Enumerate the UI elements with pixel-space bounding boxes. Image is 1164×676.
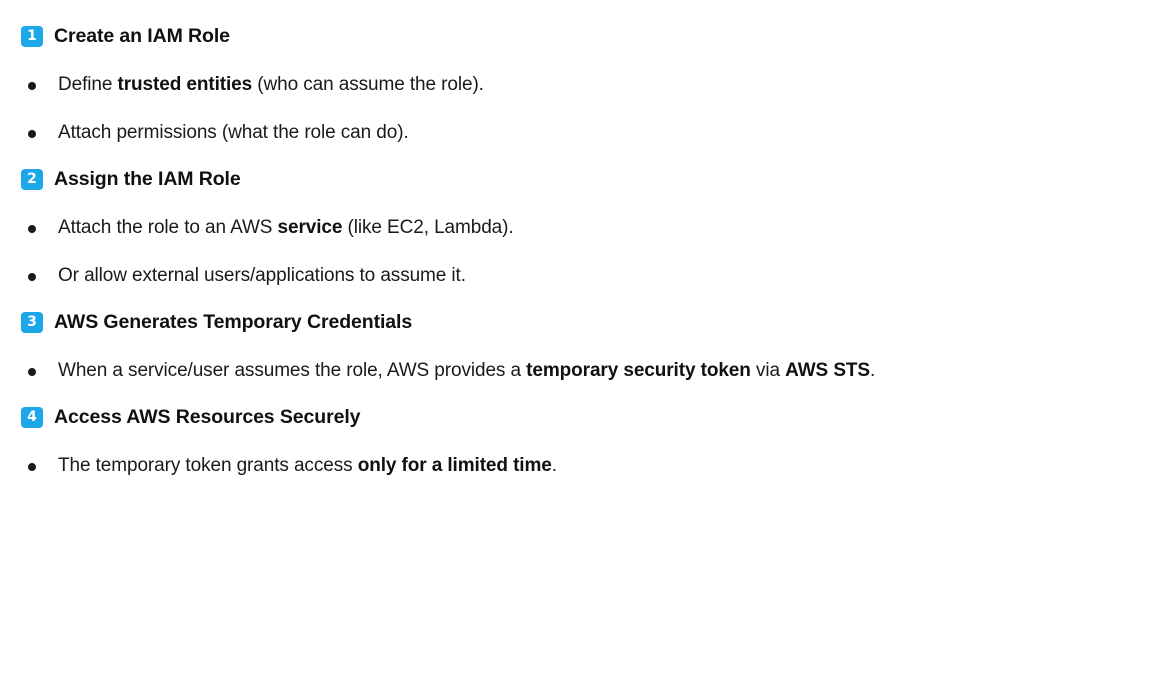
step-group-1: 1 Create an IAM Role Define trusted enti… bbox=[0, 22, 1164, 147]
bullet-dot-icon bbox=[28, 82, 36, 90]
step-title-1: Create an IAM Role bbox=[54, 25, 230, 47]
step-heading-2: 2 Assign the IAM Role bbox=[0, 165, 1164, 194]
step-heading-1: 1 Create an IAM Role bbox=[0, 22, 1164, 51]
step-heading-3: 3 AWS Generates Temporary Credentials bbox=[0, 308, 1164, 337]
bullet-dot-icon bbox=[28, 225, 36, 233]
bullet-dot-icon bbox=[28, 273, 36, 281]
list-item-text: Define trusted entities (who can assume … bbox=[58, 74, 484, 95]
list-item: Define trusted entities (who can assume … bbox=[0, 71, 1164, 99]
list-item-text: The temporary token grants access only f… bbox=[58, 455, 557, 476]
step-number-badge-4: 4 bbox=[21, 407, 43, 428]
list-item-text: When a service/user assumes the role, AW… bbox=[58, 360, 876, 381]
step-group-2: 2 Assign the IAM Role Attach the role to… bbox=[0, 165, 1164, 290]
step-number-badge-3: 3 bbox=[21, 312, 43, 333]
list-item: When a service/user assumes the role, AW… bbox=[0, 357, 1164, 385]
step-title-2: Assign the IAM Role bbox=[54, 168, 241, 190]
list-item: Attach the role to an AWS service (like … bbox=[0, 214, 1164, 242]
list-item-text: Attach permissions (what the role can do… bbox=[58, 122, 409, 143]
document-body: 1 Create an IAM Role Define trusted enti… bbox=[0, 22, 1164, 676]
step-number-badge-1: 1 bbox=[21, 26, 43, 47]
list-item: The temporary token grants access only f… bbox=[0, 452, 1164, 480]
list-item-text: Attach the role to an AWS service (like … bbox=[58, 217, 514, 238]
bullet-dot-icon bbox=[28, 368, 36, 376]
step-heading-4: 4 Access AWS Resources Securely bbox=[0, 403, 1164, 432]
step-number-badge-2: 2 bbox=[21, 169, 43, 190]
list-item: Attach permissions (what the role can do… bbox=[0, 119, 1164, 147]
step-group-3: 3 AWS Generates Temporary Credentials Wh… bbox=[0, 308, 1164, 385]
bullet-dot-icon bbox=[28, 130, 36, 138]
step-group-4: 4 Access AWS Resources Securely The temp… bbox=[0, 403, 1164, 480]
step-title-4: Access AWS Resources Securely bbox=[54, 406, 361, 428]
step-title-3: AWS Generates Temporary Credentials bbox=[54, 311, 413, 333]
list-item: Or allow external users/applications to … bbox=[0, 262, 1164, 290]
list-item-text: Or allow external users/applications to … bbox=[58, 265, 466, 286]
bullet-dot-icon bbox=[28, 463, 36, 471]
